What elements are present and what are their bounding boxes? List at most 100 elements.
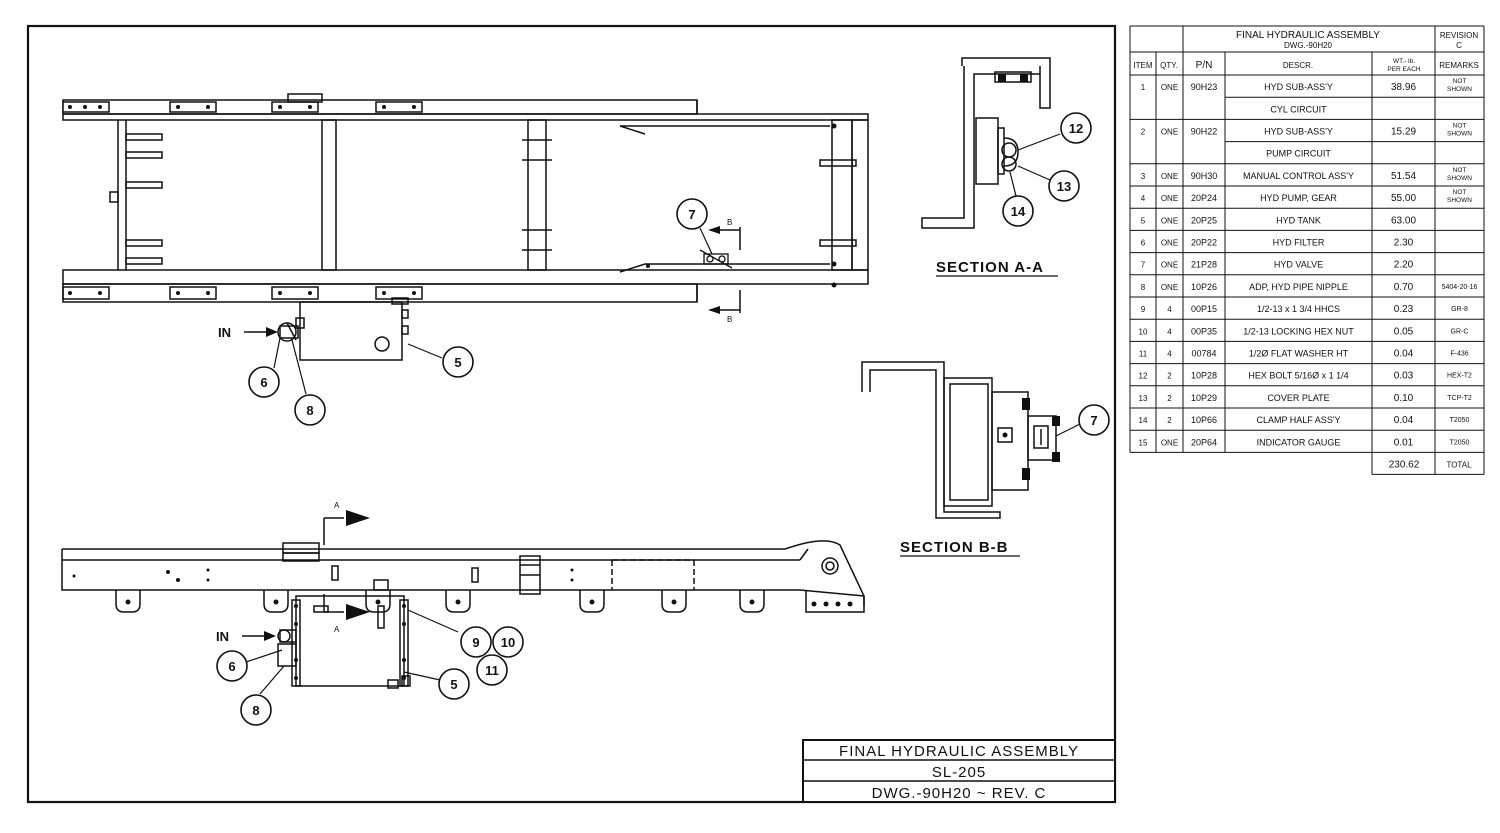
bom-cell-wt: 63.00 [1391, 215, 1416, 226]
bom-cell-item: 6 [1141, 239, 1146, 248]
bom-cell-remarks: NOT [1453, 123, 1467, 130]
hyd-filter-side [277, 629, 297, 667]
bom-cell-qty: ONE [1161, 194, 1178, 203]
bom-cell-remarks: SHOWN [1447, 175, 1472, 182]
bom-cell-qty: ONE [1161, 438, 1178, 447]
svg-text:5: 5 [450, 677, 457, 692]
bom-cell-qty: 4 [1167, 350, 1172, 359]
bom-cell-pn: 20P22 [1191, 238, 1217, 248]
svg-text:8: 8 [306, 403, 313, 418]
balloon-aa-14: 14 [1002, 195, 1034, 227]
section-aa-label: SECTION A-A [936, 259, 1044, 276]
balloon-bot-8: 8 [240, 694, 272, 726]
bom-cell-qty: ONE [1161, 128, 1178, 137]
bom-cell-remarks: GR-8 [1451, 306, 1468, 313]
hyd-valve-top [699, 249, 733, 269]
bom-cell-descr: ADP, HYD PIPE NIPPLE [1249, 282, 1348, 292]
section-aa-leaders [1009, 133, 1061, 197]
bom-cell-descr: CLAMP HALF ASS'Y [1256, 415, 1340, 425]
bom-cell-descr: HYD SUB-ASS'Y [1264, 82, 1333, 92]
section-aa-drawing [921, 57, 1051, 229]
bom-cell-wt: 2.20 [1394, 260, 1414, 271]
top-view-frame [62, 93, 869, 303]
bom-cell-descr: HYD FILTER [1273, 238, 1325, 248]
section-aa-bolts [998, 74, 1028, 82]
hyd-tank-side [291, 595, 411, 689]
bom-cell-pn: 10P26 [1191, 282, 1217, 292]
in-label-top: IN [218, 325, 231, 340]
bom-header-item: ITEM [1133, 61, 1152, 70]
bom-cell-wt: 51.54 [1391, 171, 1416, 182]
balloon-aa-13: 13 [1048, 170, 1080, 202]
balloon-top-6: 6 [248, 366, 280, 398]
balloon-aa-12: 12 [1060, 112, 1092, 144]
bom-cell-item: 8 [1141, 283, 1146, 292]
hyd-tank-top [295, 297, 409, 361]
bom-cell-wt: 0.04 [1394, 349, 1414, 360]
bom-cell-remarks: SHOWN [1447, 131, 1472, 138]
bom-cell-wt: 0.01 [1394, 437, 1414, 448]
bom-cell-wt: 0.10 [1394, 393, 1414, 404]
bom-header-remarks: REMARKS [1439, 61, 1479, 70]
bom-cell-qty: ONE [1161, 172, 1178, 181]
bom-cell-pn: 90H22 [1191, 127, 1218, 137]
bom-cell-item: 12 [1139, 372, 1148, 381]
balloon-top-7: 7 [676, 198, 708, 230]
bom-cell-descr: HYD SUB-ASS'Y [1264, 127, 1333, 137]
bom-cell-wt: 2.30 [1394, 238, 1414, 249]
bom-cell-descr: HYD TANK [1276, 215, 1321, 225]
bom-cell-wt: 0.04 [1394, 415, 1414, 426]
bom-cell-qty: ONE [1161, 283, 1178, 292]
side-view-holes [72, 568, 853, 607]
bom-cell-qty: ONE [1161, 216, 1178, 225]
bom-cell-qty: ONE [1161, 83, 1178, 92]
bom-cell-pn: 20P25 [1191, 215, 1217, 225]
svg-text:5: 5 [454, 355, 461, 370]
in-arrow-bottom [242, 631, 276, 641]
balloon-leaders [245, 227, 713, 695]
bom-cell-descr: INDICATOR GAUGE [1257, 437, 1341, 447]
bom-cell-remarks: TCP-T2 [1447, 395, 1472, 402]
balloon-top-5: 5 [442, 346, 474, 378]
bom-cell-qty: ONE [1161, 261, 1178, 270]
bom-cell-pn: 90H23 [1191, 82, 1218, 92]
bom-cell-qty: 4 [1167, 305, 1172, 314]
in-arrow-top [244, 327, 278, 337]
section-b-arrow-top [708, 226, 720, 234]
bom-cell-remarks: T2050 [1450, 417, 1470, 424]
balloon-bot-11: 11 [476, 654, 508, 686]
bom-cell-item: 1 [1141, 83, 1146, 92]
bom-cell-remarks: NOT [1453, 167, 1467, 174]
bom-cell-qty: ONE [1161, 239, 1178, 248]
bom-cell-pn: 20P64 [1191, 437, 1217, 447]
bom-header-wt2: PER EACH [1387, 66, 1421, 73]
bom-total-value: 230.62 [1389, 459, 1420, 470]
bom-cell-pn: 10P29 [1191, 393, 1217, 403]
bom-cell-wt: 0.03 [1394, 371, 1414, 382]
section-bb-label: SECTION B-B [900, 539, 1009, 556]
bom-cell-wt: 15.29 [1391, 127, 1416, 138]
bom-total-label: TOTAL [1446, 460, 1472, 469]
balloon-bot-10: 10 [492, 626, 524, 658]
bom-cell-descr: CYL CIRCUIT [1270, 104, 1327, 114]
section-bb-bolts [1002, 398, 1060, 480]
section-a-cut-marker [323, 517, 344, 613]
svg-text:10: 10 [501, 635, 515, 650]
bom-cell-pn: 00P35 [1191, 326, 1217, 336]
balloon-bot-9: 9 [460, 626, 492, 658]
bom-cell-item: 9 [1141, 305, 1146, 314]
bom-cell-remarks: 5404-20-16 [1442, 284, 1478, 291]
svg-text:12: 12 [1069, 121, 1083, 136]
bom-cell-remarks: NOT [1453, 78, 1467, 85]
svg-text:7: 7 [688, 207, 695, 222]
bom-cell-remarks: T2050 [1450, 439, 1470, 446]
bom-cell-pn: 00784 [1191, 349, 1216, 359]
svg-text:7: 7 [1090, 413, 1097, 428]
section-b-letter-bottom: B [727, 315, 732, 324]
bom-cell-item: 11 [1139, 350, 1148, 359]
bom-revision-label: REVISION [1440, 31, 1478, 40]
bom-revision-value: C [1456, 41, 1462, 50]
bom-cell-remarks: SHOWN [1447, 86, 1472, 93]
bom-cell-wt: 38.96 [1391, 82, 1416, 93]
